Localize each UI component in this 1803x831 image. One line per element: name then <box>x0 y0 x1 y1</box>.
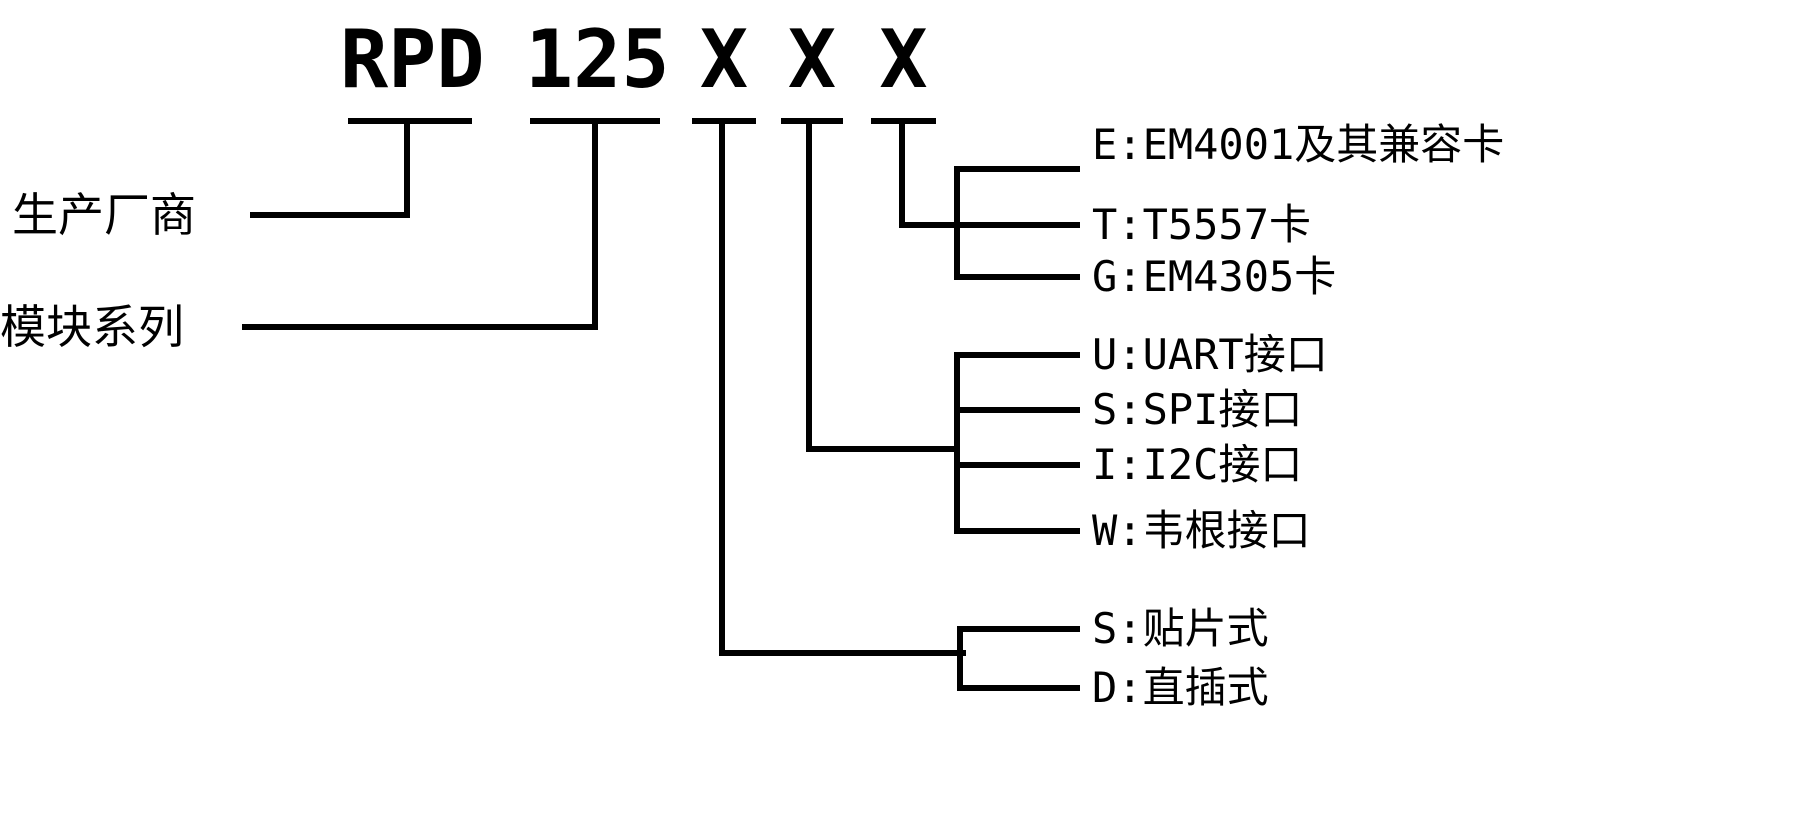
branch-card-g <box>954 274 1080 280</box>
model-segment-x2: X <box>787 13 837 106</box>
branch-interface-w <box>954 528 1080 534</box>
stem-x3 <box>899 118 905 228</box>
stem-x2 <box>806 118 812 452</box>
option-card-e: E:EM4001及其兼容卡 <box>1092 120 1505 169</box>
branch-interface-i <box>954 462 1080 468</box>
bracket-package <box>957 626 963 691</box>
branch-interface-s <box>954 407 1080 413</box>
branch-card-e <box>954 166 1080 172</box>
option-interface-s: S:SPI接口 <box>1092 385 1303 434</box>
option-card-g: G:EM4305卡 <box>1092 252 1337 301</box>
stem-series <box>592 118 598 330</box>
underline-prefix <box>348 118 472 124</box>
model-segment-prefix: RPD <box>340 13 485 106</box>
connector-manufacturer <box>250 212 410 218</box>
branch-card-t <box>899 222 1080 228</box>
stem-prefix <box>404 118 410 218</box>
option-package-d: D:直插式 <box>1092 663 1269 712</box>
branch-package-d <box>957 685 1080 691</box>
branch-interface-u <box>954 352 1080 358</box>
option-interface-u: U:UART接口 <box>1092 330 1328 379</box>
model-segment-x1: X <box>699 13 749 106</box>
connector-package-stem <box>719 650 966 656</box>
label-module-series: 模块系列 <box>0 300 184 354</box>
bracket-interface <box>954 352 960 534</box>
bracket-card-type <box>954 166 960 280</box>
underline-x2 <box>781 118 843 124</box>
label-manufacturer: 生产厂商 <box>12 188 196 242</box>
branch-package-s <box>957 626 1080 632</box>
option-card-t: T:T5557卡 <box>1092 200 1312 249</box>
connector-interface-stem <box>806 446 960 452</box>
option-package-s: S:贴片式 <box>1092 604 1269 653</box>
option-interface-w: W:韦根接口 <box>1092 506 1311 555</box>
stem-x1 <box>719 118 725 656</box>
option-interface-i: I:I2C接口 <box>1092 440 1303 489</box>
connector-module-series <box>242 324 598 330</box>
model-segment-series: 125 <box>525 13 670 106</box>
model-segment-x3: X <box>879 13 928 106</box>
